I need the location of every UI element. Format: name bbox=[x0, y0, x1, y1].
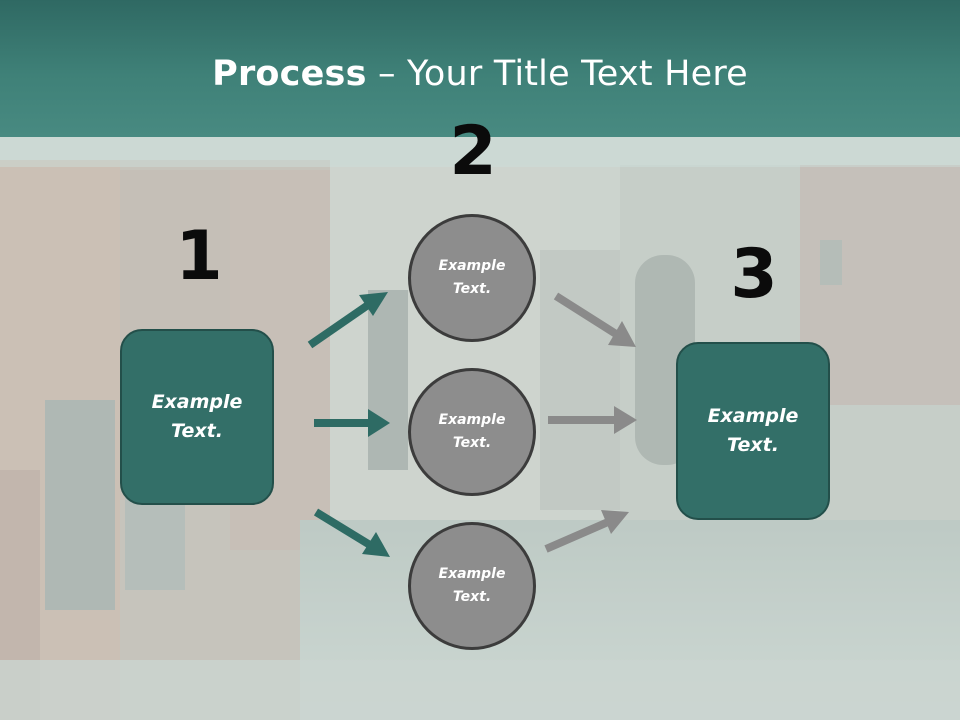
title-band bbox=[0, 0, 960, 137]
title-rest: – Your Title Text Here bbox=[366, 54, 748, 94]
circle-bottom-label: Example Text. bbox=[438, 566, 506, 605]
circle-bottom: Example Text. bbox=[408, 522, 536, 650]
circle-middle-label: Example Text. bbox=[438, 412, 506, 451]
step-3-label: Example Text. bbox=[707, 405, 799, 456]
title-bold: Process bbox=[212, 54, 367, 94]
arrow-1-to-top bbox=[307, 292, 388, 349]
circle-top-label: Example Text. bbox=[438, 258, 506, 297]
step-1-box: Example Text. bbox=[120, 329, 274, 505]
circle-top: Example Text. bbox=[408, 214, 536, 342]
arrow-1-to-middle bbox=[314, 409, 390, 437]
arrow-1-to-bottom bbox=[313, 508, 390, 557]
step-1-label: Example Text. bbox=[151, 391, 243, 442]
step-number-2: 2 bbox=[449, 112, 497, 191]
arrow-middle-to-3 bbox=[548, 406, 637, 434]
step-number-3: 3 bbox=[730, 235, 778, 314]
step-number-1: 1 bbox=[175, 217, 223, 296]
title-strip bbox=[0, 137, 960, 167]
step-3-box: Example Text. bbox=[676, 342, 830, 520]
arrow-top-to-3 bbox=[553, 292, 636, 347]
circle-middle: Example Text. bbox=[408, 368, 536, 496]
page-title: Process – Your Title Text Here bbox=[0, 52, 960, 96]
arrow-bottom-to-3 bbox=[544, 510, 629, 553]
